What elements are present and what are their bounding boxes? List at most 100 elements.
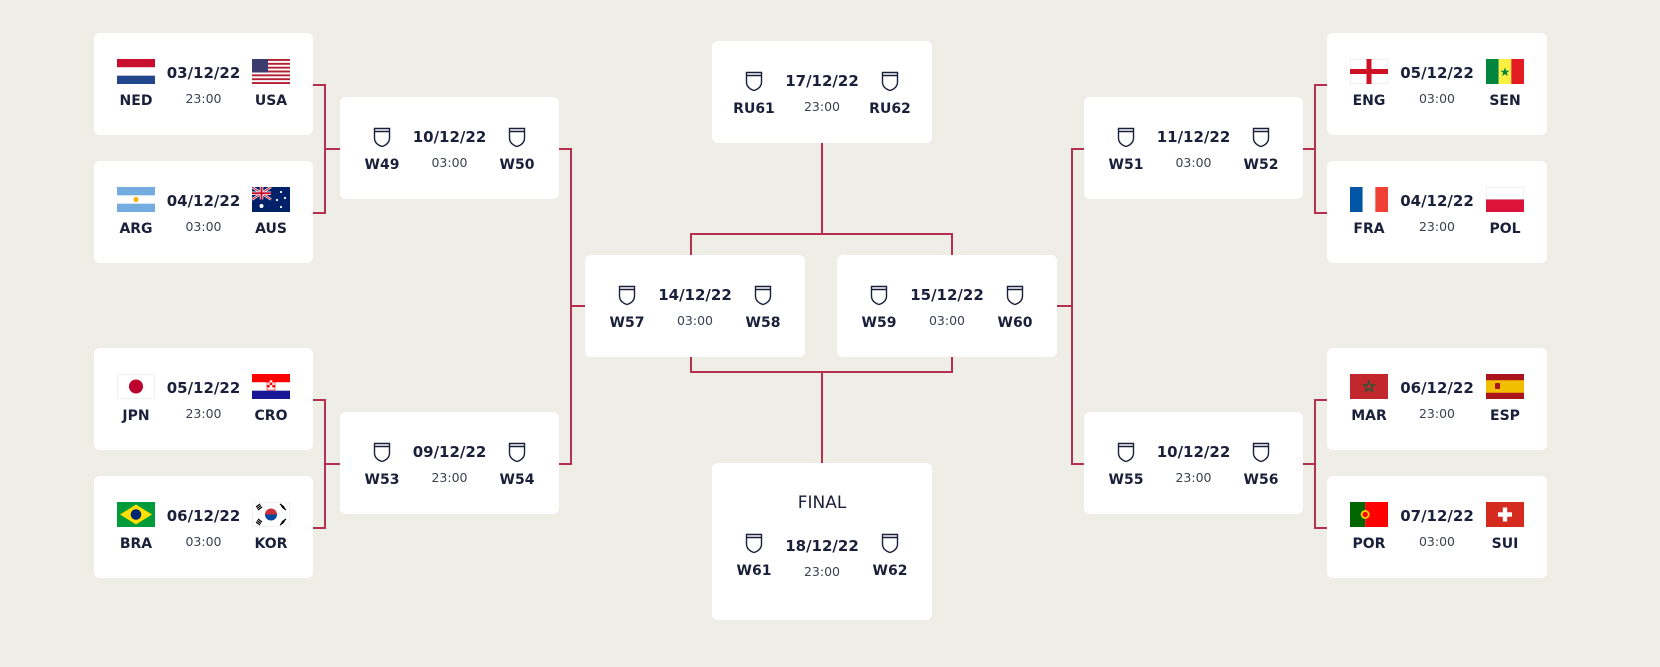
away-team: ESP	[1470, 348, 1540, 450]
away-team: W60	[980, 255, 1050, 357]
match-card-third-place[interactable]: RU61 17/12/22 23:00 RU62	[712, 41, 932, 143]
match-date: 06/12/22	[166, 507, 241, 525]
away-team: W52	[1226, 97, 1296, 199]
switzerland-flag-icon	[1486, 502, 1524, 527]
shield-icon	[508, 127, 526, 148]
korea-flag-icon	[252, 502, 290, 527]
match-card-w59-w60[interactable]: W59 15/12/22 03:00 W60	[837, 255, 1057, 357]
away-team: SEN	[1470, 33, 1540, 135]
team-code: W50	[499, 157, 535, 173]
team-code: ESP	[1490, 408, 1520, 424]
team-code: MAR	[1351, 408, 1387, 424]
match-card-ned-usa[interactable]: NED 03/12/22 23:00 USA	[94, 33, 313, 135]
match-card-eng-sen[interactable]: ENG 05/12/22 03:00 SEN	[1327, 33, 1547, 135]
match-date: 09/12/22	[412, 443, 487, 461]
away-team: USA	[236, 33, 306, 135]
match-card-jpn-cro[interactable]: JPN 05/12/22 23:00 CRO	[94, 348, 313, 450]
away-team: KOR	[236, 476, 306, 578]
match-card-final[interactable]: FINAL W61 18/12/22 23:00 W62	[712, 463, 932, 620]
match-date: 18/12/22	[785, 537, 859, 555]
team-code: W49	[364, 157, 400, 173]
match-date: 14/12/22	[658, 286, 732, 304]
shield-icon	[1117, 442, 1135, 463]
match-card-arg-aus[interactable]: ARG 04/12/22 03:00 AUS	[94, 161, 313, 263]
match-date: 04/12/22	[1400, 192, 1474, 210]
shield-icon	[508, 442, 526, 463]
team-code: W60	[997, 315, 1033, 331]
team-code: W54	[499, 472, 535, 488]
home-team: NED	[101, 33, 171, 135]
match-card-w49-w50[interactable]: W49 10/12/22 03:00 W50	[340, 97, 559, 199]
shield-icon	[1252, 127, 1270, 148]
final-title: FINAL	[797, 493, 847, 513]
shield-icon	[745, 533, 763, 554]
match-time: 03:00	[928, 313, 966, 328]
shield-icon	[754, 285, 772, 306]
team-code: W52	[1243, 157, 1279, 173]
home-team: RU61	[719, 41, 789, 143]
home-team: ARG	[101, 161, 171, 263]
match-time: 23:00	[803, 99, 841, 114]
japan-flag-icon	[117, 374, 155, 399]
team-code: POL	[1489, 221, 1521, 237]
match-time: 03:00	[1175, 155, 1212, 170]
away-team: RU62	[855, 41, 925, 143]
match-date: 05/12/22	[1400, 64, 1474, 82]
australia-flag-icon	[252, 187, 290, 212]
team-code: W57	[609, 315, 645, 331]
shield-icon	[1117, 127, 1135, 148]
match-card-w55-w56[interactable]: W55 10/12/22 23:00 W56	[1084, 412, 1303, 514]
home-team: POR	[1334, 476, 1404, 578]
england-flag-icon	[1350, 59, 1388, 84]
match-time: 23:00	[1418, 406, 1456, 421]
team-code: KOR	[254, 536, 288, 552]
home-team: ENG	[1334, 33, 1404, 135]
senegal-flag-icon	[1486, 59, 1524, 84]
home-team: W53	[347, 412, 417, 514]
connector-left-bottom	[313, 399, 340, 529]
connector-right-bottom	[1303, 399, 1327, 529]
argentina-flag-icon	[117, 187, 155, 212]
match-time: 03:00	[431, 155, 468, 170]
home-team: W61	[719, 533, 789, 579]
match-card-fra-pol[interactable]: FRA 04/12/22 23:00 POL	[1327, 161, 1547, 263]
team-code: CRO	[254, 408, 288, 424]
team-code: W56	[1243, 472, 1279, 488]
match-time: 23:00	[803, 564, 841, 579]
match-date: 07/12/22	[1400, 507, 1474, 525]
home-team: BRA	[101, 476, 171, 578]
home-team: W57	[592, 255, 662, 357]
team-code: SUI	[1491, 536, 1519, 552]
match-time: 03:00	[185, 219, 222, 234]
match-date: 10/12/22	[412, 128, 487, 146]
home-team: FRA	[1334, 161, 1404, 263]
away-team: W62	[855, 533, 925, 579]
match-date: 11/12/22	[1156, 128, 1231, 146]
match-card-mar-esp[interactable]: MAR 06/12/22 23:00 ESP	[1327, 348, 1547, 450]
match-card-bra-kor[interactable]: BRA 06/12/22 03:00 KOR	[94, 476, 313, 578]
match-time: 03:00	[1418, 534, 1456, 549]
team-code: W53	[364, 472, 400, 488]
away-team: CRO	[236, 348, 306, 450]
match-time: 23:00	[1418, 219, 1456, 234]
team-code: W59	[861, 315, 897, 331]
team-code: W51	[1108, 157, 1144, 173]
away-team: POL	[1470, 161, 1540, 263]
netherlands-flag-icon	[117, 59, 155, 84]
match-date: 03/12/22	[166, 64, 241, 82]
away-team: W56	[1226, 412, 1296, 514]
match-card-w51-w52[interactable]: W51 11/12/22 03:00 W52	[1084, 97, 1303, 199]
match-time: 23:00	[1175, 470, 1212, 485]
match-date: 04/12/22	[166, 192, 241, 210]
match-time: 03:00	[1418, 91, 1456, 106]
match-card-w57-w58[interactable]: W57 14/12/22 03:00 W58	[585, 255, 805, 357]
croatia-flag-icon	[252, 374, 290, 399]
match-card-por-sui[interactable]: POR 07/12/22 03:00 SUI	[1327, 476, 1547, 578]
portugal-flag-icon	[1350, 502, 1388, 527]
match-card-w53-w54[interactable]: W53 09/12/22 23:00 W54	[340, 412, 559, 514]
shield-icon	[881, 71, 899, 92]
team-code: W55	[1108, 472, 1144, 488]
poland-flag-icon	[1486, 187, 1524, 212]
match-time: 23:00	[185, 406, 222, 421]
connector-right-top	[1303, 84, 1327, 214]
